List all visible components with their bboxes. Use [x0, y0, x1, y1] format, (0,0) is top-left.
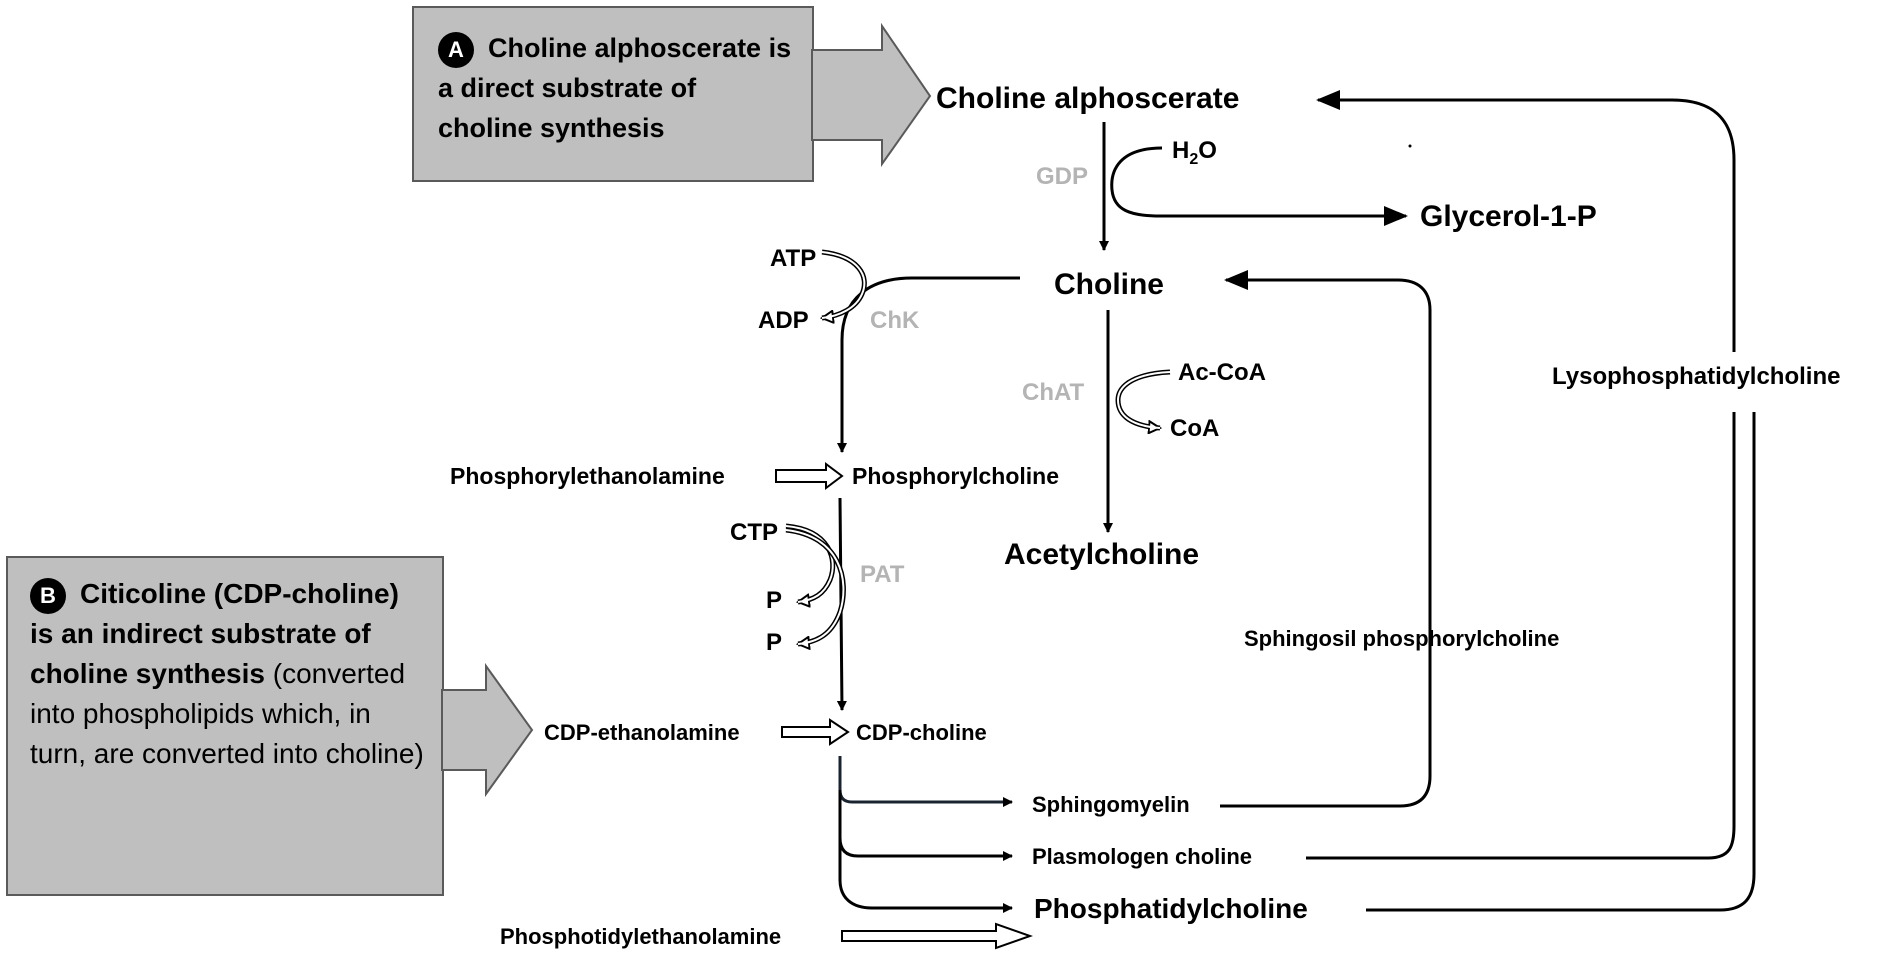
line-plasmologen-to-lysophosphatidylcholine	[1306, 412, 1736, 860]
node-glycerol-1-p: Glycerol-1-P	[1420, 200, 1597, 233]
arrow-phosphotidylethanolamine	[841, 922, 1034, 950]
enzyme-pat: PAT	[860, 561, 905, 588]
arrow-lysophosphatidylcholine-to-choline-alphoscerate	[1316, 90, 1736, 352]
node-coa: CoA	[1170, 415, 1219, 442]
node-ctp: CTP	[730, 519, 778, 546]
line-phosphatidylcholine-to-lysophosphatidylcholine	[1366, 412, 1756, 912]
arrow-choline-to-phosphorylcholine	[837, 276, 1020, 453]
node-atp: ATP	[770, 245, 816, 272]
node-choline-alphoscerate: Choline alphoscerate	[936, 82, 1239, 115]
node-phosphorylcholine: Phosphorylcholine	[852, 463, 1059, 489]
node-sphingomyelin: Sphingomyelin	[1032, 792, 1190, 817]
node-adp: ADP	[758, 307, 809, 334]
node-cdp-ethanolamine: CDP-ethanolamine	[544, 720, 740, 745]
node-phosphorylethanolamine: Phosphorylethanolamine	[450, 463, 725, 489]
callout-b-bold-text: Citicoline (CDP-choline) is an indirect …	[30, 578, 399, 689]
arrow-cdp-choline-to-sphingomyelin	[838, 756, 1013, 807]
arrow-to-glycerol-1-p	[1110, 146, 1408, 226]
callout-a-arrow-tip	[811, 22, 932, 168]
cofactor-acoa-to-coa-inner	[1116, 371, 1171, 429]
cofactor-acoa-to-coa	[1115, 369, 1171, 428]
arrow-cdp-choline-to-plasmologen	[838, 790, 1013, 861]
cofactor-ctp-to-p2	[785, 527, 846, 644]
enzyme-chk: ChK	[870, 307, 920, 334]
cofactor-ctp-to-p1-inner	[785, 525, 834, 603]
node-phosphotidylethanolamine: Phosphotidylethanolamine	[500, 924, 781, 949]
callout-b-arrow-tip	[441, 662, 534, 798]
cofactor-atp-to-adp-inner	[821, 251, 866, 319]
node-acetylcholine: Acetylcholine	[1004, 538, 1199, 571]
badge-a: A	[438, 31, 474, 68]
node-cdp-choline: CDP-choline	[856, 720, 987, 745]
node-lysophosphatidylcholine: Lysophosphatidylcholine	[1552, 363, 1840, 390]
arrow-cdp-ethanolamine-to-cdp-choline	[781, 718, 850, 746]
node-h2o: H2O	[1172, 137, 1217, 168]
node-phosphatidylcholine: Phosphatidylcholine	[1034, 893, 1308, 924]
callout-a-text: Choline alphoscerate is a direct substra…	[438, 33, 792, 143]
callout-b-text: (converted into phospholipids which, in …	[30, 658, 424, 769]
cofactor-atp-to-adp	[822, 249, 867, 318]
dot-mark	[1408, 144, 1412, 148]
node-ac-coa: Ac-CoA	[1178, 359, 1266, 386]
cofactor-ctp-to-p2-inner	[785, 529, 845, 645]
enzyme-gdp: GDP	[1036, 163, 1088, 190]
enzyme-chat: ChAT	[1022, 379, 1085, 406]
node-choline: Choline	[1054, 268, 1164, 301]
arrow-sphingomyelin-to-choline	[1220, 270, 1432, 808]
node-p-1: P	[766, 587, 782, 614]
node-p-2: P	[766, 629, 782, 656]
arrow-cdp-choline-to-phosphatidylcholine	[838, 838, 1013, 913]
node-sphingosil-phosphorylcholine: Sphingosil phosphorylcholine	[1244, 626, 1559, 651]
arrow-phosphorylethanolamine-to-phosphorylcholine	[775, 462, 844, 490]
node-plasmologen-choline: Plasmologen choline	[1032, 844, 1252, 869]
badge-b: B	[30, 577, 66, 614]
